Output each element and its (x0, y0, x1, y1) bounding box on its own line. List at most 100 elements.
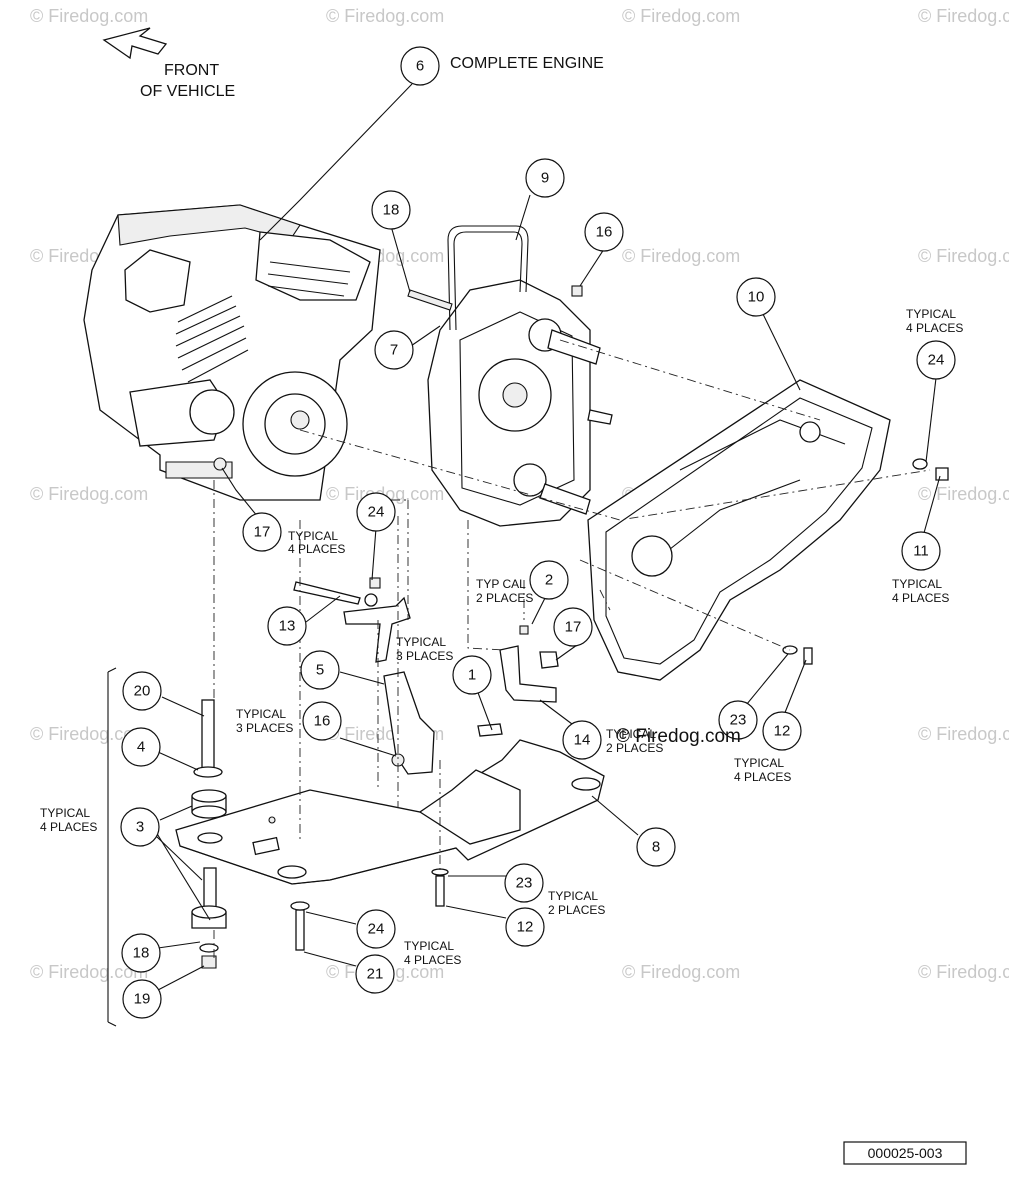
svg-text:8: 8 (652, 839, 660, 856)
svg-text:18: 18 (383, 202, 400, 219)
callout-5: 5 (300, 650, 340, 690)
svg-text:20: 20 (134, 683, 151, 700)
places-note: 4 PLACES (906, 321, 963, 335)
typical-note: TYPICAL (734, 756, 784, 770)
watermark: © Firedog.com (30, 484, 148, 504)
places-note: 3 PLACES (236, 721, 293, 735)
callout-20: 20 (122, 671, 162, 711)
front-label: OF VEHICLE (140, 83, 235, 100)
svg-text:23: 23 (516, 875, 533, 892)
svg-text:18: 18 (133, 945, 150, 962)
typical-note: TYPICAL (236, 707, 286, 721)
places-note: 3 PLACES (396, 649, 453, 663)
complete-engine-label: COMPLETE ENGINE (450, 55, 604, 72)
watermark: © Firedog.com (30, 962, 148, 982)
front-of-vehicle-arrow-icon (102, 27, 168, 60)
places-note: 2 PLACES (548, 903, 605, 917)
callout-1: 1 (452, 655, 492, 695)
svg-text:10: 10 (748, 289, 765, 306)
callout-11: 11 (901, 531, 941, 571)
typical-note: TYPICAL (892, 577, 942, 591)
typical-note: TYPICAL (404, 939, 454, 953)
typical-note: TYPICAL (40, 806, 90, 820)
mounting-plate-illustration (175, 739, 605, 885)
callout-4: 4 (121, 727, 161, 767)
callout-24: 24 (356, 492, 396, 532)
watermark: © Firedog.com (918, 724, 1009, 744)
svg-text:2: 2 (545, 572, 553, 589)
callout-24: 24 (916, 340, 956, 380)
callout-14: 14 (562, 720, 602, 760)
places-note: 4 PLACES (288, 542, 345, 556)
callout-9: 9 (525, 158, 565, 198)
watermark: © Firedog.com (30, 6, 148, 26)
typical-note: TYPICAL (906, 307, 956, 321)
front-label: FRONT (164, 62, 219, 79)
callout-23: 23 (718, 700, 758, 740)
callout-6: 6 (400, 46, 440, 86)
svg-text:12: 12 (774, 723, 791, 740)
transaxle-illustration (427, 225, 613, 527)
watermark: © Firedog.com (622, 962, 740, 982)
note-labels: TYPICAL 4 PLACES TYPICAL 4 PLACES TYPICA… (40, 307, 963, 967)
callout-17: 17 (553, 607, 593, 647)
svg-text:7: 7 (390, 342, 398, 359)
callout-18: 18 (121, 933, 161, 973)
hardware-illustrations (191, 285, 949, 969)
places-note: 2 PLACES (476, 591, 533, 605)
callout-12: 12 (762, 711, 802, 751)
svg-text:21: 21 (367, 966, 384, 983)
engine-cylinder-fins (175, 261, 351, 383)
callout-16: 16 (302, 701, 342, 741)
svg-text:13: 13 (279, 618, 296, 635)
callout-circles: 6 9 18 16 10 7 24 17 24 11 2 13 17 5 1 2… (120, 46, 956, 1019)
callout-21: 21 (355, 954, 395, 994)
svg-text:3: 3 (136, 819, 144, 836)
callout-19: 19 (122, 979, 162, 1019)
callout-3: 3 (120, 807, 160, 847)
watermark: © Firedog.com (622, 246, 740, 266)
watermark: © Firedog.com (918, 962, 1009, 982)
watermark: © Firedog.com (918, 6, 1009, 26)
svg-text:17: 17 (565, 619, 582, 636)
callout-13: 13 (267, 606, 307, 646)
svg-text:24: 24 (368, 921, 385, 938)
typical-note: TYPICAL (396, 635, 446, 649)
svg-text:16: 16 (596, 224, 613, 241)
svg-text:11: 11 (913, 543, 929, 560)
callout-8: 8 (636, 827, 676, 867)
engine-illustration (83, 204, 381, 501)
watermark: © Firedog.com (918, 484, 1009, 504)
svg-text:5: 5 (316, 662, 324, 679)
callout-23: 23 (504, 863, 544, 903)
places-note: 4 PLACES (404, 953, 461, 967)
svg-text:1: 1 (468, 667, 476, 684)
callout-7: 7 (374, 330, 414, 370)
svg-text:4: 4 (137, 739, 145, 756)
typical-note: TYPICAL (548, 889, 598, 903)
callout-17: 17 (242, 512, 282, 552)
typical-note: TYPICAL (288, 529, 338, 543)
svg-text:6: 6 (416, 58, 424, 75)
svg-text:23: 23 (730, 712, 747, 729)
callout-24: 24 (356, 909, 396, 949)
svg-text:17: 17 (254, 524, 271, 541)
callout-12: 12 (505, 907, 545, 947)
belt-housing-illustration (587, 379, 891, 681)
places-note: 4 PLACES (40, 820, 97, 834)
watermark: © Firedog.com (326, 6, 444, 26)
svg-text:16: 16 (314, 713, 331, 730)
callout-10: 10 (736, 277, 776, 317)
part-code-box: 000025-003 (843, 1141, 967, 1165)
svg-text:9: 9 (541, 170, 549, 187)
assembly-center-lines (213, 339, 931, 960)
svg-text:12: 12 (517, 919, 534, 936)
typical-note: TYPICAL (606, 727, 656, 741)
watermark: © Firedog.com (918, 246, 1009, 266)
watermark: © Firedog.com (30, 724, 148, 744)
leader-lines (107, 83, 941, 1027)
part-code: 000025-003 (868, 1145, 943, 1161)
places-note: 4 PLACES (734, 770, 791, 784)
watermark: © Firedog.com (622, 6, 740, 26)
